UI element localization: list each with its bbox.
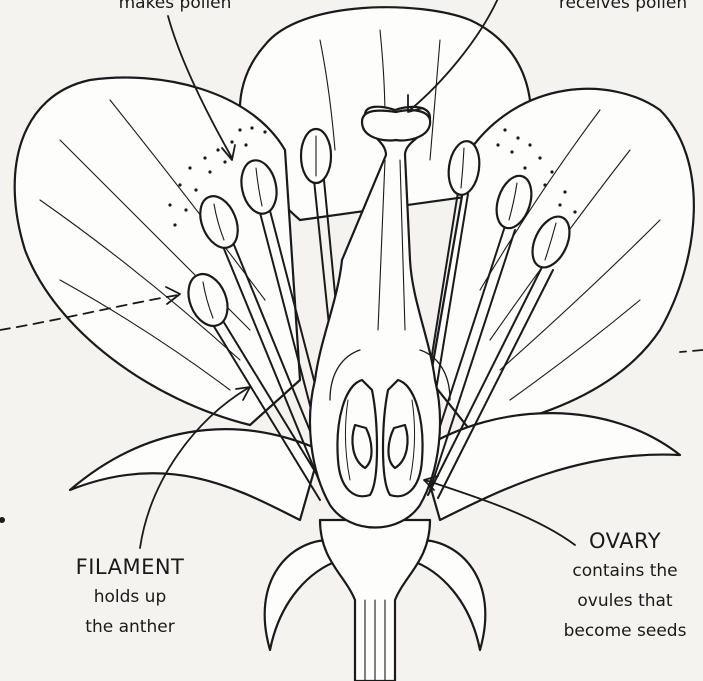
pistil-note-label: receives pollen — [528, 0, 703, 18]
ovary-title: OVARY — [545, 526, 703, 556]
filament-label: FILAMENT holds up the anther — [50, 552, 210, 642]
stamen-note-text: makes pollen — [80, 0, 270, 18]
ovary-label: OVARY contains the ovules that become se… — [545, 526, 703, 646]
back-petal-left — [15, 78, 300, 425]
sepal-left — [70, 429, 320, 520]
filament-line-2: the anther — [50, 612, 210, 642]
pistil-note-text: receives pollen — [528, 0, 703, 18]
right-dashed-line — [680, 350, 703, 352]
stigma — [362, 110, 430, 140]
ovary-line-3: become seeds — [545, 616, 703, 646]
stamen-note-label: makes pollen — [80, 0, 270, 18]
ovary-line-2: ovules that — [545, 586, 703, 616]
ovary-line-1: contains the — [545, 556, 703, 586]
filament-line-1: holds up — [50, 582, 210, 612]
left-edge-dot — [0, 517, 5, 523]
sepal-right — [420, 413, 680, 520]
filament-title: FILAMENT — [50, 552, 210, 582]
